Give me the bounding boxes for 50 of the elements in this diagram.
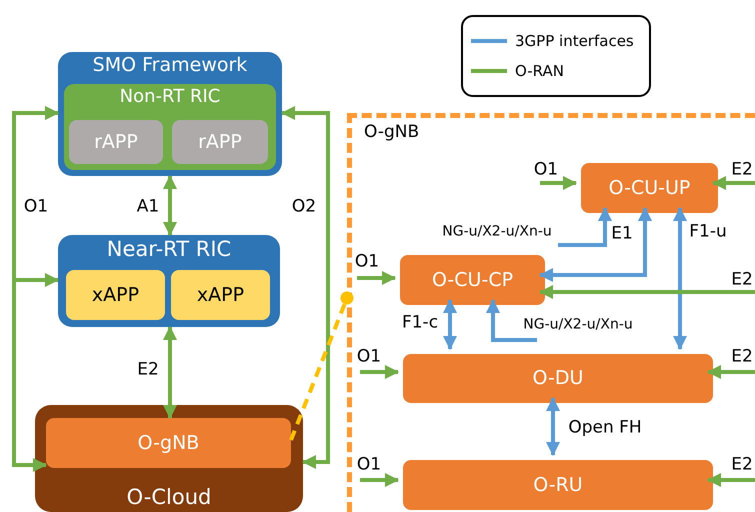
function-box bbox=[581, 163, 718, 213]
edge-label: NG-u/X2-u/Xn-u bbox=[522, 317, 634, 333]
box-label: rAPP bbox=[94, 130, 138, 154]
box-label: O-RU bbox=[533, 474, 583, 496]
legend-label: O-RAN bbox=[515, 62, 564, 80]
app-box bbox=[66, 270, 165, 320]
ric-box bbox=[58, 235, 280, 327]
function-box bbox=[403, 460, 713, 510]
arrow bbox=[539, 207, 652, 282]
box-label: O-CU-UP bbox=[608, 176, 690, 200]
arrow bbox=[12, 106, 59, 287]
ric-box bbox=[64, 84, 276, 170]
edge-label: Open FH bbox=[567, 418, 643, 438]
arrow bbox=[443, 299, 457, 350]
legend-label: 3GPP interfaces bbox=[515, 32, 634, 50]
box-label: O-Cloud bbox=[126, 484, 212, 510]
arrow bbox=[707, 365, 755, 379]
arrow bbox=[558, 207, 612, 247]
arrow bbox=[281, 106, 330, 469]
box-label: Non-RT RIC bbox=[120, 86, 220, 108]
box-label: xAPP bbox=[92, 284, 140, 306]
arrow bbox=[357, 271, 396, 285]
arrow bbox=[486, 299, 537, 342]
arrow bbox=[707, 473, 755, 487]
arrow bbox=[360, 473, 399, 487]
arrow bbox=[712, 176, 755, 190]
arrow bbox=[546, 397, 560, 456]
arrow bbox=[540, 176, 577, 190]
function-box bbox=[403, 354, 713, 403]
framework-box bbox=[58, 52, 282, 176]
edge-label: NG-u/X2-u/Xn-u bbox=[441, 224, 553, 240]
box-label: O-gNB bbox=[138, 432, 200, 454]
arrow bbox=[360, 365, 399, 379]
arrow bbox=[163, 175, 177, 236]
box-label: rAPP bbox=[198, 130, 242, 154]
function-box bbox=[400, 255, 545, 305]
box-label: Near-RT RIC bbox=[106, 237, 232, 262]
app-box bbox=[69, 120, 163, 164]
box-label: O-gNB bbox=[364, 122, 420, 142]
app-box bbox=[172, 120, 268, 164]
box-label: xAPP bbox=[196, 284, 244, 306]
box-label: SMO Framework bbox=[92, 54, 248, 77]
arrow bbox=[673, 207, 687, 350]
function-box bbox=[46, 418, 291, 468]
cloud-box bbox=[35, 405, 303, 512]
arrow bbox=[539, 285, 755, 299]
box-label: O-DU bbox=[532, 367, 584, 390]
arrow bbox=[163, 326, 177, 419]
app-box bbox=[171, 270, 270, 320]
box-label: O-CU-CP bbox=[432, 268, 514, 292]
